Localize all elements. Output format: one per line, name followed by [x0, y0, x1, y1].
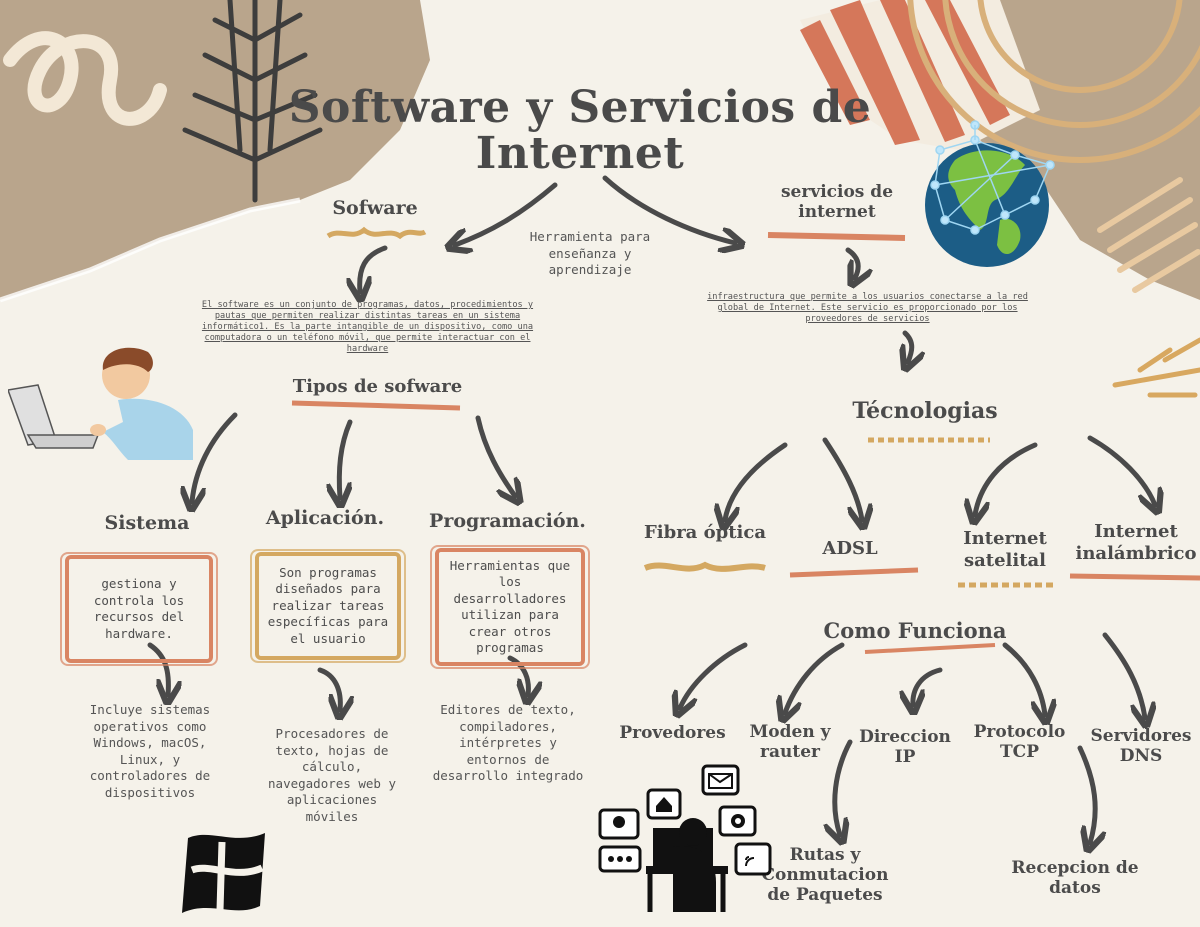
software-description: El software es un conjunto de programas,…	[201, 300, 534, 354]
globe-icon	[925, 120, 1055, 267]
type-sistema-example: Incluye sistemas operativos como Windows…	[89, 702, 211, 800]
type-sistema-box: gestiona y controla los recursos del har…	[60, 552, 218, 666]
how-provedores: Provedores	[619, 723, 726, 743]
type-aplicacion-heading: Aplicación.	[265, 507, 385, 529]
type-sistema-heading: Sistema	[104, 512, 190, 534]
how-tcp: Protocolo TCP	[973, 722, 1066, 762]
how-moden: Moden y rauter	[749, 722, 831, 762]
type-aplicacion-box: Son programas diseñados para realizar ta…	[250, 549, 406, 663]
arcs-deco	[907, 0, 1200, 163]
type-programacion-box: Herramientas que los desarrolladores uti…	[430, 545, 590, 669]
tech-satelital: Internet satelital	[963, 528, 1047, 571]
type-programacion-example: Editores de texto, compiladores, intérpr…	[432, 702, 584, 783]
connector-arrows	[147, 175, 1155, 843]
leaf-deco	[1112, 337, 1200, 398]
type-aplicacion-example: Procesadores de texto, hojas de cálculo,…	[268, 726, 396, 824]
page-title: Software y Servicios de Internet	[288, 82, 872, 179]
striped-deco	[800, 0, 1040, 150]
technologies-heading: Técnologias	[852, 398, 998, 424]
software-heading: Sofware	[332, 197, 418, 219]
hatch-deco	[1097, 177, 1200, 293]
windows-logo-icon	[182, 833, 265, 913]
internet-description: infraestructura que permite a los usuari…	[707, 292, 1028, 324]
how-ip: Direccion IP	[859, 727, 951, 767]
person-computer-icon	[598, 764, 772, 912]
how-heading: Como Funciona	[823, 618, 1007, 643]
tech-inalambrico: Internet inalámbrico	[1075, 521, 1197, 564]
sub-rutas: Rutas y Conmutacion de Paquetes	[761, 845, 889, 905]
squiggle-deco	[3, 31, 167, 126]
sub-recepcion: Recepcion de datos	[1011, 858, 1139, 898]
internet-heading: servicios de internet	[780, 182, 894, 222]
plant-deco	[182, 0, 323, 203]
person-laptop-icon	[8, 347, 193, 460]
center-note: Herramienta para enseñanza y aprendizaje	[529, 229, 651, 277]
software-types-heading: Tipos de sofware	[292, 376, 463, 397]
tech-fibra: Fibra óptica	[644, 522, 766, 543]
tech-adsl: ADSL	[822, 538, 878, 559]
how-dns: Servidores DNS	[1090, 726, 1192, 766]
type-programacion-heading: Programación.	[429, 510, 586, 532]
